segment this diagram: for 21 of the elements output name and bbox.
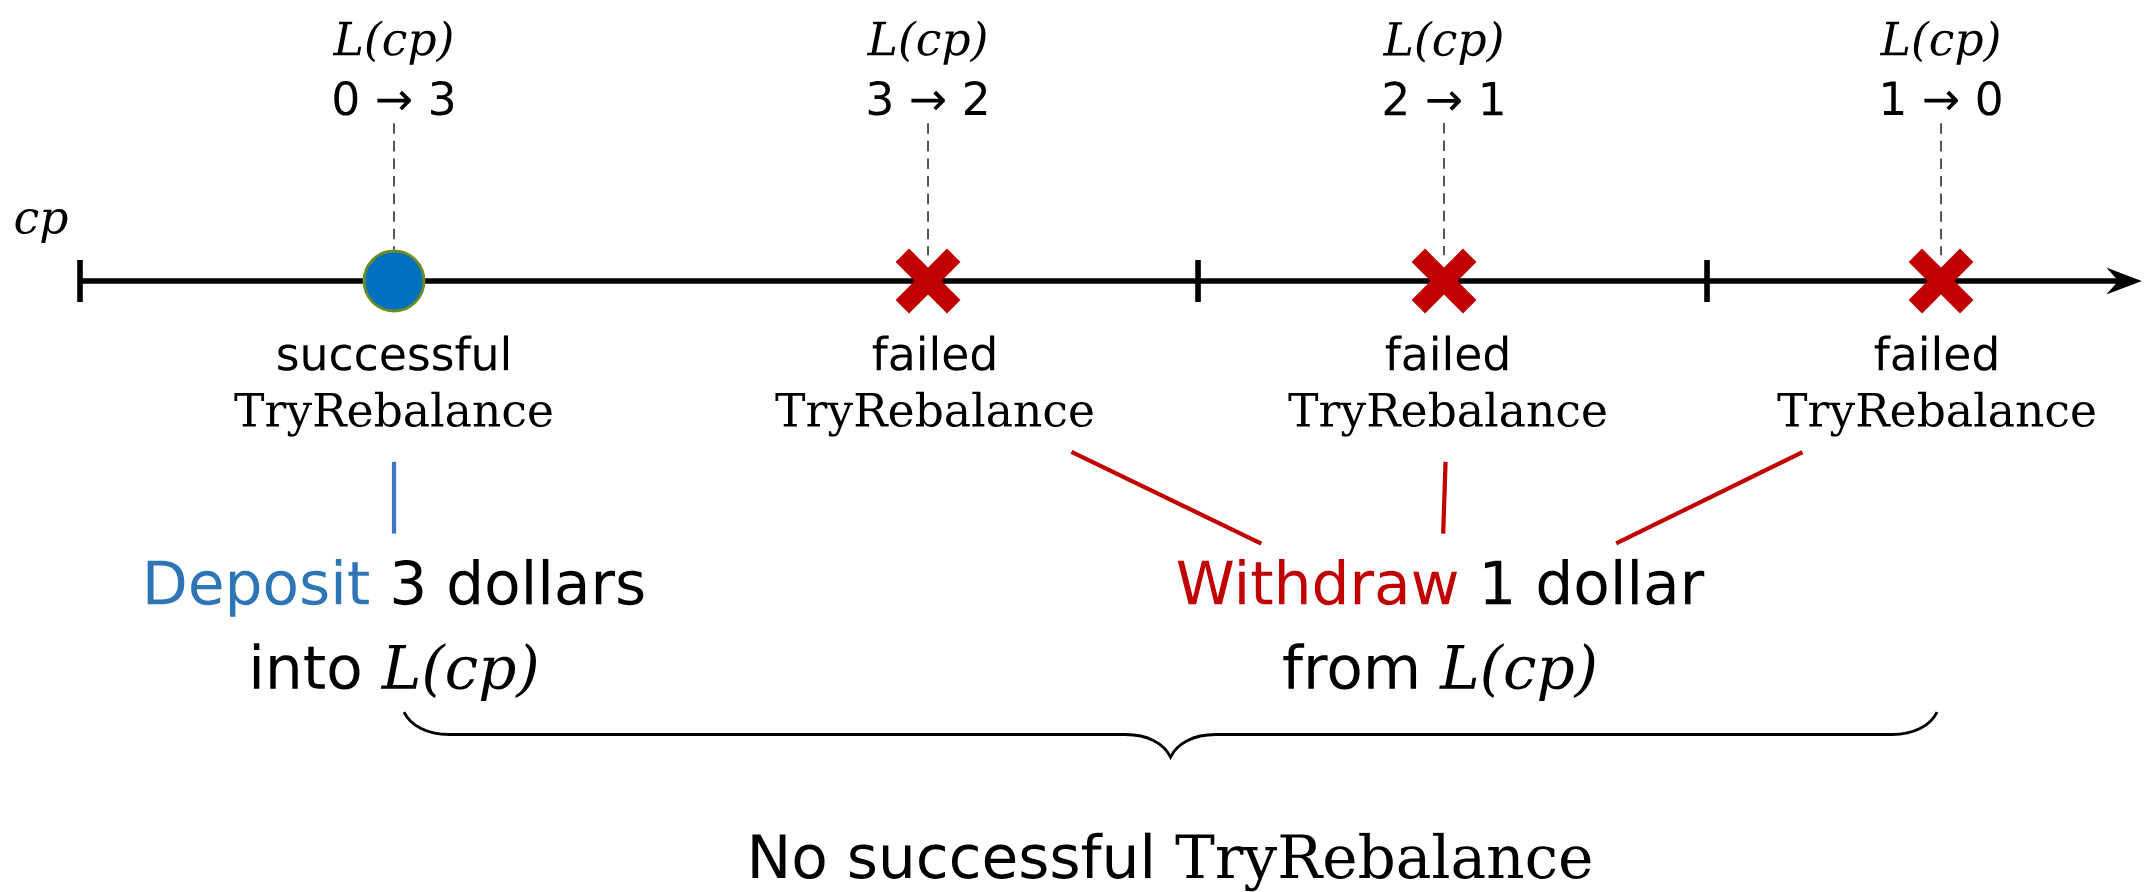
connector-line <box>1615 450 1804 546</box>
connector-line <box>391 461 397 534</box>
outcome-label: successful TryRebalance <box>234 335 552 437</box>
leader-line <box>1443 122 1445 257</box>
action-text: Deposit 3 dollars into L(cp) <box>147 558 644 702</box>
balance-change-label: L(cp) 2 → 1 <box>1382 20 1503 116</box>
leader-line <box>393 122 395 251</box>
connector-line <box>1441 461 1448 534</box>
brace-caption: No successful TryRebalance <box>752 832 1591 892</box>
action-text: Withdraw 1 dollar from L(cp) <box>1177 558 1705 702</box>
outcome-label: failed TryRebalance <box>1288 335 1606 437</box>
leader-line <box>927 122 929 257</box>
balance-change-label: L(cp) 1 → 0 <box>1879 20 2001 116</box>
balance-change-label: L(cp) 3 → 2 <box>866 20 987 116</box>
circle-marker <box>362 249 426 313</box>
outcome-label: failed TryRebalance <box>775 335 1093 437</box>
balance-change-label: L(cp) 0 → 3 <box>332 20 454 116</box>
axis-label: cp <box>15 209 68 243</box>
leader-line <box>1940 122 1942 257</box>
connector-line <box>1070 450 1263 546</box>
outcome-label: failed TryRebalance <box>1777 335 2095 437</box>
